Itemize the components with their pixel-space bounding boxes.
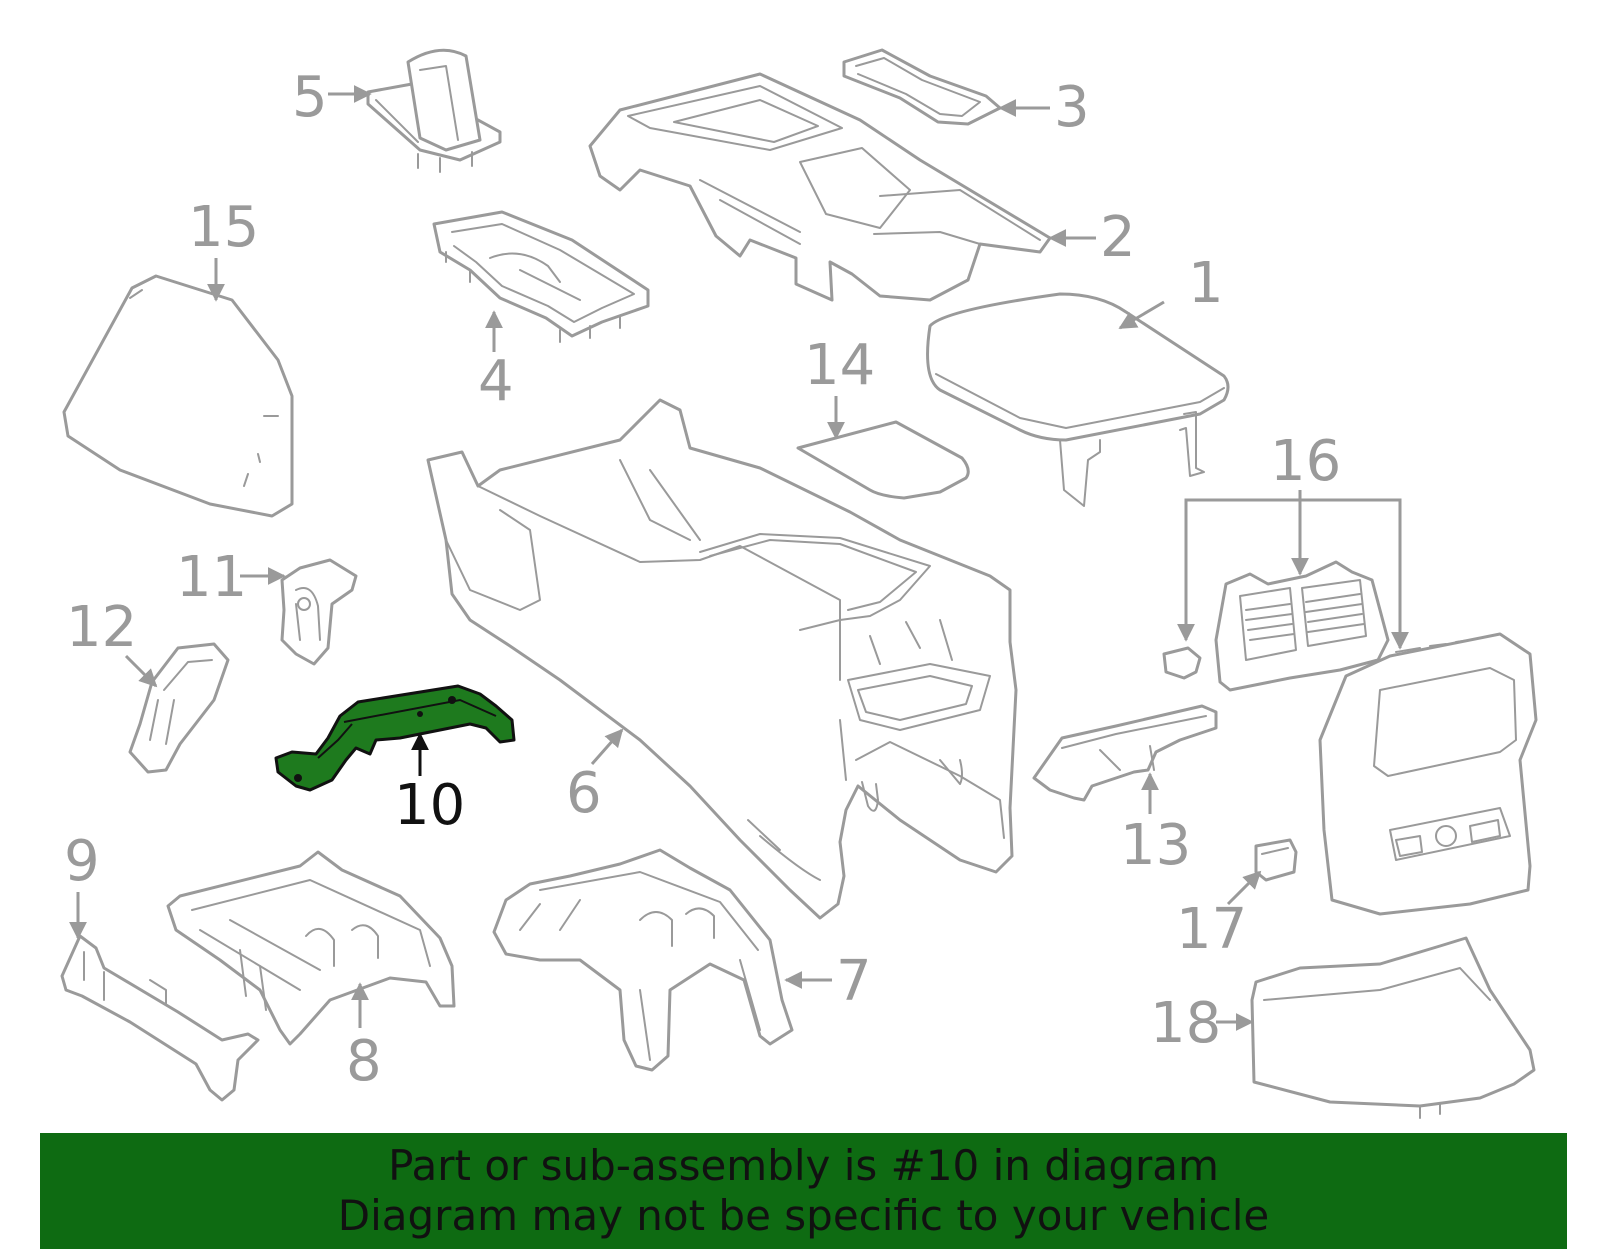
callout-labels: 1 2 3 4 5 6 7 8 9 10 11 12 13 14 15 16 1… bbox=[64, 65, 1341, 1094]
callout-12: 12 bbox=[66, 595, 137, 660]
part-7-base bbox=[492, 848, 794, 1072]
part-14-mat bbox=[796, 420, 970, 500]
callout-8: 8 bbox=[346, 1029, 382, 1094]
part-17-switch bbox=[1254, 838, 1298, 882]
part-6-console-body bbox=[426, 398, 1018, 920]
part-10-bracket-highlighted[interactable] bbox=[274, 684, 516, 792]
callout-13: 13 bbox=[1120, 813, 1191, 878]
part-15-side-panel bbox=[62, 274, 294, 518]
callout-7: 7 bbox=[836, 949, 872, 1014]
callout-1: 1 bbox=[1188, 251, 1224, 316]
info-banner: Part or sub-assembly is #10 in diagram D… bbox=[40, 1133, 1567, 1249]
callout-16: 16 bbox=[1270, 429, 1341, 494]
part-16-clip bbox=[1162, 646, 1202, 680]
callout-17: 17 bbox=[1176, 897, 1247, 962]
part-9-rail-bracket bbox=[60, 934, 260, 1102]
callout-2: 2 bbox=[1100, 205, 1136, 270]
part-5-shift-boot bbox=[366, 48, 502, 173]
callout-15: 15 bbox=[188, 195, 259, 260]
callout-6: 6 bbox=[566, 761, 602, 826]
part-4-tray-holder bbox=[432, 210, 650, 343]
callout-18: 18 bbox=[1150, 991, 1221, 1056]
callout-4: 4 bbox=[478, 349, 514, 414]
part-13-bracket bbox=[1032, 704, 1218, 802]
part-2-upper-panel bbox=[588, 72, 1052, 302]
part-12-bracket bbox=[128, 642, 230, 774]
callout-9: 9 bbox=[64, 829, 100, 894]
callout-11: 11 bbox=[176, 545, 247, 610]
part-1-armrest-lid bbox=[926, 292, 1230, 507]
part-3-tray bbox=[842, 48, 1002, 126]
part-18-lower-rear bbox=[1250, 936, 1536, 1119]
callout-14: 14 bbox=[804, 333, 875, 398]
part-8-frame bbox=[166, 850, 456, 1046]
rear-panel bbox=[1318, 632, 1538, 916]
callout-10[interactable]: 10 bbox=[394, 773, 465, 838]
part-11-bracket bbox=[280, 558, 358, 666]
callout-5: 5 bbox=[292, 65, 328, 130]
banner-line-2: Diagram may not be specific to your vehi… bbox=[337, 1191, 1270, 1240]
banner-line-1: Part or sub-assembly is #10 in diagram bbox=[388, 1141, 1219, 1190]
leader-lines bbox=[69, 85, 1409, 1031]
callout-3: 3 bbox=[1054, 75, 1090, 140]
